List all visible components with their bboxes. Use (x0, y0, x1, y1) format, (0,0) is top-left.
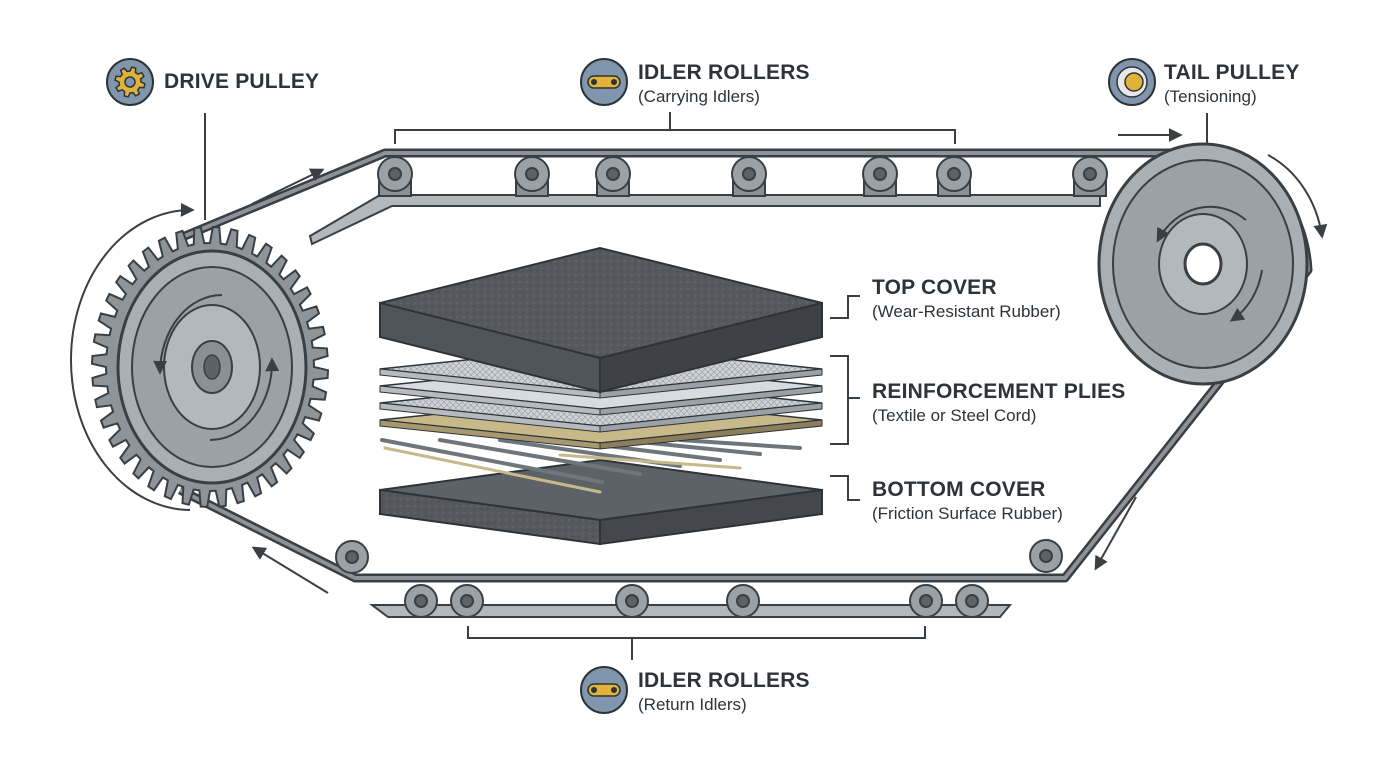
rotation-arrow-icon (1229, 269, 1263, 322)
rotation-arrow-icon (153, 294, 223, 375)
carrying-idler (731, 156, 767, 197)
tail-rotation-arrow-icon (1267, 154, 1328, 239)
bottom-cover-bracket (830, 475, 860, 501)
return-idler (955, 584, 989, 618)
pulley-icon (1108, 58, 1156, 106)
reinforcement-bracket (830, 355, 860, 445)
return-idler (615, 584, 649, 618)
reinforcement-plies-label: REINFORCEMENT PLIES (Textile or Steel Co… (872, 380, 1125, 426)
belt-direction-arrow-icon (251, 168, 325, 205)
tail-pulley-title: TAIL PULLEY (1164, 61, 1300, 84)
return-idlers-bracket (467, 626, 926, 660)
bottom-cover-subtitle: (Friction Surface Rubber) (872, 504, 1063, 523)
drive-rotation-arrow-icon (70, 202, 195, 511)
rotation-arrow-icon (209, 357, 280, 441)
carrying-idler (936, 156, 972, 197)
return-idler (404, 584, 438, 618)
return-rail (369, 604, 1013, 618)
top-cover-title: TOP COVER (872, 276, 997, 299)
carrying-idlers-bracket (394, 112, 956, 144)
carrying-idlers-subtitle: (Carrying Idlers) (638, 87, 760, 106)
return-idler (1029, 539, 1063, 573)
belt-cross-section (379, 246, 823, 546)
carrying-idler-rollers (377, 156, 1108, 197)
carrying-idlers-title: IDLER ROLLERS (638, 61, 810, 84)
drive-pulley-title: DRIVE PULLEY (164, 70, 320, 93)
roller-icon (580, 666, 628, 714)
return-idlers-subtitle: (Return Idlers) (638, 695, 747, 714)
return-idler (909, 584, 943, 618)
rotation-arrow-icon (1156, 205, 1247, 243)
return-idler (450, 584, 484, 618)
top-cover-layer (379, 246, 823, 394)
top-cover-subtitle: (Wear-Resistant Rubber) (872, 302, 1061, 321)
carrying-rail (308, 194, 1101, 246)
carrying-idler (514, 156, 550, 197)
return-idlers-label: IDLER ROLLERS (Return Idlers) (638, 669, 810, 715)
reinforcement-plies-title: REINFORCEMENT PLIES (872, 380, 1126, 403)
bottom-cover-title: BOTTOM COVER (872, 478, 1046, 501)
carrying-idler (595, 156, 631, 197)
carrying-idler (377, 156, 413, 197)
belt-direction-arrow-icon (251, 546, 329, 594)
return-idler (726, 584, 760, 618)
bottom-cover-layer (379, 458, 823, 546)
top-cover-bracket (830, 295, 860, 319)
drive-pulley (90, 225, 330, 509)
reinforcement-plies-subtitle: (Textile or Steel Cord) (872, 406, 1037, 425)
bottom-cover-label: BOTTOM COVER (Friction Surface Rubber) (872, 478, 1063, 524)
tail-pulley-label: TAIL PULLEY (Tensioning) (1164, 61, 1300, 107)
return-idler-rollers (335, 539, 1063, 618)
return-idlers-title: IDLER ROLLERS (638, 669, 810, 692)
carrying-idler (1072, 156, 1108, 197)
return-idler (335, 540, 369, 574)
belt-direction-arrow-icon (1094, 496, 1137, 571)
drive-pulley-label: DRIVE PULLEY (164, 70, 319, 94)
tail-pulley (1097, 142, 1309, 386)
carrying-idlers-label: IDLER ROLLERS (Carrying Idlers) (638, 61, 810, 107)
tail-pulley-subtitle: (Tensioning) (1164, 87, 1257, 106)
top-cover-label: TOP COVER (Wear-Resistant Rubber) (872, 276, 1061, 322)
roller-icon (580, 58, 628, 106)
gear-icon (106, 58, 154, 106)
carrying-idler (862, 156, 898, 197)
